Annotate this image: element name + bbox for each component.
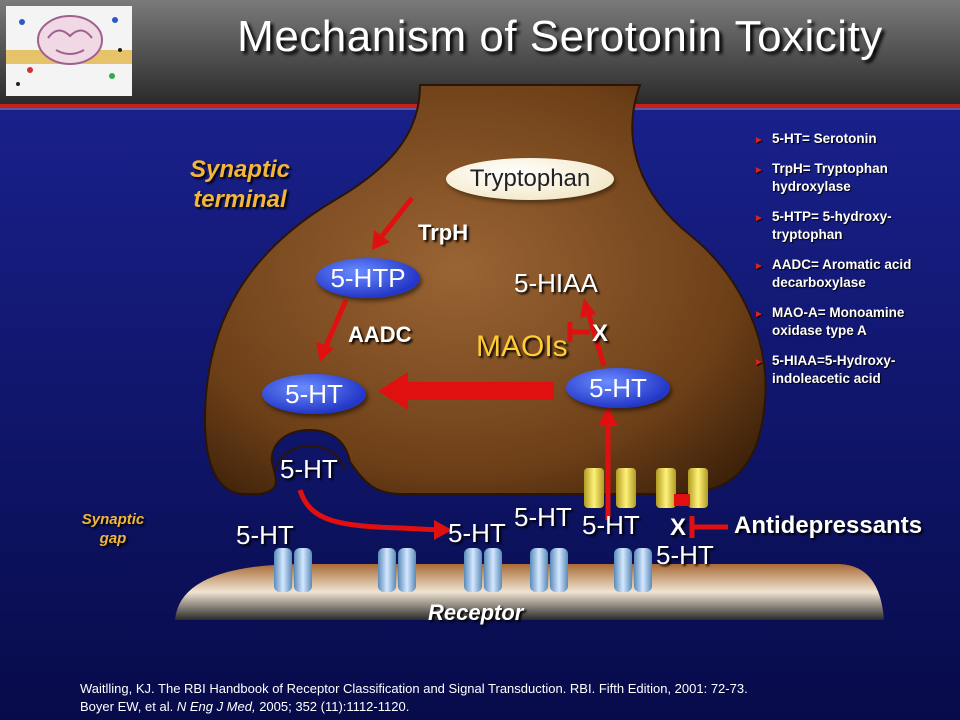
brain-logo-icon — [6, 6, 132, 96]
legend-list: ►5-HT= Serotonin ►TrpH= Tryptophan hydro… — [752, 130, 952, 400]
page-title: Mechanism of Serotonin Toxicity — [237, 12, 883, 61]
receptor-label: Receptor — [428, 600, 524, 625]
reference-2: Boyer EW, et al. N Eng J Med, 2005; 352 … — [80, 699, 410, 714]
ht-label-blocked: 5-HT — [656, 540, 714, 570]
ht-label-vesicle: 5-HT — [280, 454, 338, 484]
tryptophan-node: Tryptophan — [446, 158, 614, 200]
ht-node-cytoplasm: 5-HT — [262, 374, 366, 414]
ht-label-transporter: 5-HT — [582, 510, 640, 540]
transporter-right — [656, 468, 708, 508]
arrow-reuptake-to-vesicle — [378, 372, 554, 410]
inhibit-maois — [567, 322, 590, 342]
aadc-label: AADC — [348, 322, 412, 347]
arrow-aadc — [316, 299, 349, 362]
maois-label: MAOIs — [476, 330, 568, 363]
legend-item: ►AADC= Aromatic acid decarboxylase — [754, 257, 912, 290]
arrow-reuptake-up — [598, 406, 618, 520]
transporter-left — [584, 468, 636, 508]
antidepressants-label: Antidepressants — [734, 512, 923, 539]
hiaa-label: 5-HIAA — [514, 268, 598, 298]
trph-label: TrpH — [418, 220, 469, 245]
arrow-trph — [372, 196, 414, 250]
legend-item: ►MAO-A= Monoamine oxidase type A — [754, 305, 905, 338]
inhibit-antidepressants — [689, 516, 728, 538]
ht-label-gap-upper: 5-HT — [514, 502, 572, 532]
reference-1: Waitlling, KJ. The RBI Handbook of Recep… — [80, 681, 748, 696]
legend-item: ►5-HTP= 5-hydroxy-tryptophan — [754, 209, 892, 242]
htp-node: 5-HTP — [316, 258, 420, 298]
synaptic-terminal-label: Synaptic terminal — [189, 156, 291, 213]
references: Waitlling, KJ. The RBI Handbook of Recep… — [80, 680, 748, 716]
legend-item: ►5-HIAA=5-Hydroxy-indoleacetic acid — [754, 353, 896, 386]
maoi-block-x: X — [592, 320, 609, 347]
arrow-release — [297, 489, 452, 540]
transporter-block-x: X — [670, 514, 687, 541]
receptor-group — [274, 548, 652, 592]
ht-label-gap-left: 5-HT — [236, 520, 294, 550]
synaptic-gap-label: Synaptic gap — [81, 511, 145, 547]
legend-item: ►5-HT= Serotonin — [754, 131, 877, 146]
ht-label-gap-center: 5-HT — [448, 518, 506, 548]
ht-node-reuptake: 5-HT — [566, 368, 670, 408]
legend-item: ►TrpH= Tryptophan hydroxylase — [754, 161, 888, 194]
arrow-to-hiaa — [580, 298, 607, 367]
